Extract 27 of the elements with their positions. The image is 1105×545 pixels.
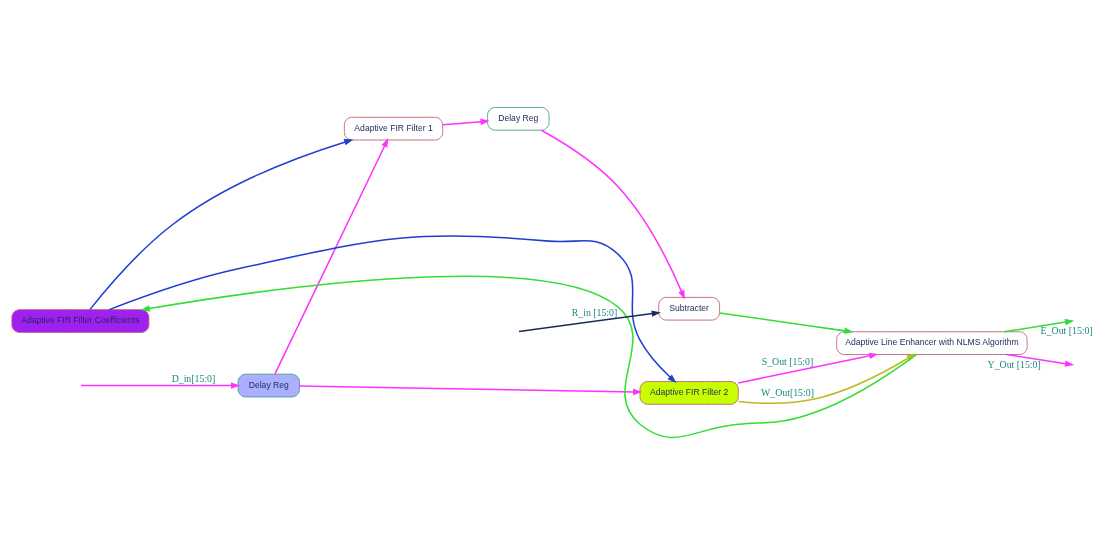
arrow (518, 310, 661, 333)
edge-label: R_in [15:0] (571, 306, 618, 318)
arrow (274, 138, 389, 375)
node-box: Delay Reg (487, 107, 550, 131)
edge-label: W_Out[15:0] (761, 386, 814, 398)
arrow (540, 129, 685, 300)
arrow (1005, 353, 1075, 367)
arrow (108, 235, 677, 384)
arrow (737, 353, 916, 405)
arrow (80, 382, 241, 389)
node-box: Delay Reg (237, 373, 300, 398)
arrow (737, 352, 879, 384)
node-box: Adaptive FIR Filter 1 (343, 116, 444, 141)
edge-label: S_Out [15:0] (761, 355, 814, 367)
arrow (1003, 318, 1075, 333)
arrow (89, 139, 354, 311)
node-box: Subtracter (658, 296, 721, 321)
edge-label: D_in[15:0] (171, 373, 216, 385)
edge-label: Y_Out [15:0] (987, 358, 1041, 370)
node-box: Adaptive FIR Filter 2 (639, 381, 739, 405)
arrow (298, 385, 643, 396)
node-box: Adaptive Line Enhancer with NLMS Algorithm (836, 331, 1028, 355)
arrow (718, 312, 854, 334)
arrow (442, 118, 490, 126)
edge-label: E_Out [15:0] (1040, 324, 1093, 336)
arrow (140, 275, 918, 439)
node-box: Adaptive FIR Filter Coefficients (11, 309, 150, 333)
